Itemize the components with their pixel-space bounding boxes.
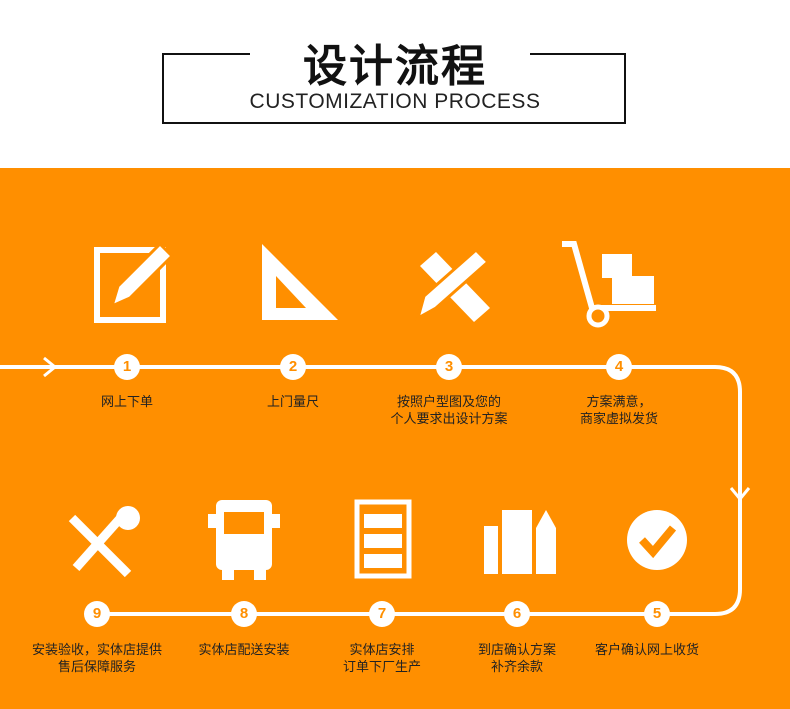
step-7-number: 7 [369,601,395,627]
process-path [0,241,751,616]
step-3-label: 按照户型图及您的个人要求出设计方案 [359,394,539,428]
step-8-number: 8 [231,601,257,627]
step-5-label: 客户确认网上收货 [557,642,737,659]
step-5-number: 5 [644,601,670,627]
hand-truck-icon [562,241,656,328]
page-subtitle: CUSTOMIZATION PROCESS [249,90,541,113]
step-6-label: 到店确认方案补齐余款 [427,642,607,676]
step-2-label: 上门量尺 [203,394,383,411]
truck-icon [208,500,280,580]
arrow-right-icon [43,356,58,378]
step-9-line2: 售后保障服务 [57,660,136,675]
cabinet-icon [354,499,412,579]
page-title: 设计流程 [303,41,487,92]
title-frame [162,53,626,124]
step-5-line1: 客户确认网上收货 [594,643,699,658]
header: 设计流程 CUSTOMIZATION PROCESS [0,0,790,168]
step-6-line1: 到店确认方案 [477,643,556,658]
buildings-icon [484,510,556,574]
step-7-label: 实体店安排订单下厂生产 [292,642,472,676]
step-9-label: 安装验收，实体店提供售后保障服务 [7,642,187,676]
step-2-number: 2 [280,354,306,380]
step-9-line1: 安装验收，实体店提供 [31,643,162,658]
checkmark-icon [627,510,687,570]
process-panel: 1 2 3 4 5 6 7 8 9 网上下单 上门量尺 按照户型图及您的个人要求… [0,168,790,709]
step-4-number: 4 [606,354,632,380]
step-3-line2: 个人要求出设计方案 [390,412,508,427]
step-3-number: 3 [436,354,462,380]
pencil-ruler-icon [415,247,491,322]
step-8-line1: 实体店配送安装 [198,643,290,658]
step-4-label: 方案满意， 商家虚拟发货 [529,394,709,428]
step-7-line2: 订单下厂生产 [342,660,421,675]
tools-icon [68,506,140,578]
step-2-line1: 上门量尺 [266,395,319,410]
triangle-ruler-icon [262,244,338,320]
step-9-number: 9 [84,601,110,627]
step-1-label: 网上下单 [37,394,217,411]
step-3-line1: 按照户型图及您的 [396,395,501,410]
edit-icon [94,241,175,323]
step-4-line2: 商家虚拟发货 [579,412,658,427]
step-4-line1: 方案满意， [586,395,652,410]
arrow-down-icon [729,487,751,502]
step-1-line1: 网上下单 [100,395,153,410]
step-7-line1: 实体店安排 [349,643,415,658]
step-1-number: 1 [114,354,140,380]
step-6-number: 6 [504,601,530,627]
step-8-label: 实体店配送安装 [154,642,334,659]
step-6-line2: 补齐余款 [490,660,543,675]
